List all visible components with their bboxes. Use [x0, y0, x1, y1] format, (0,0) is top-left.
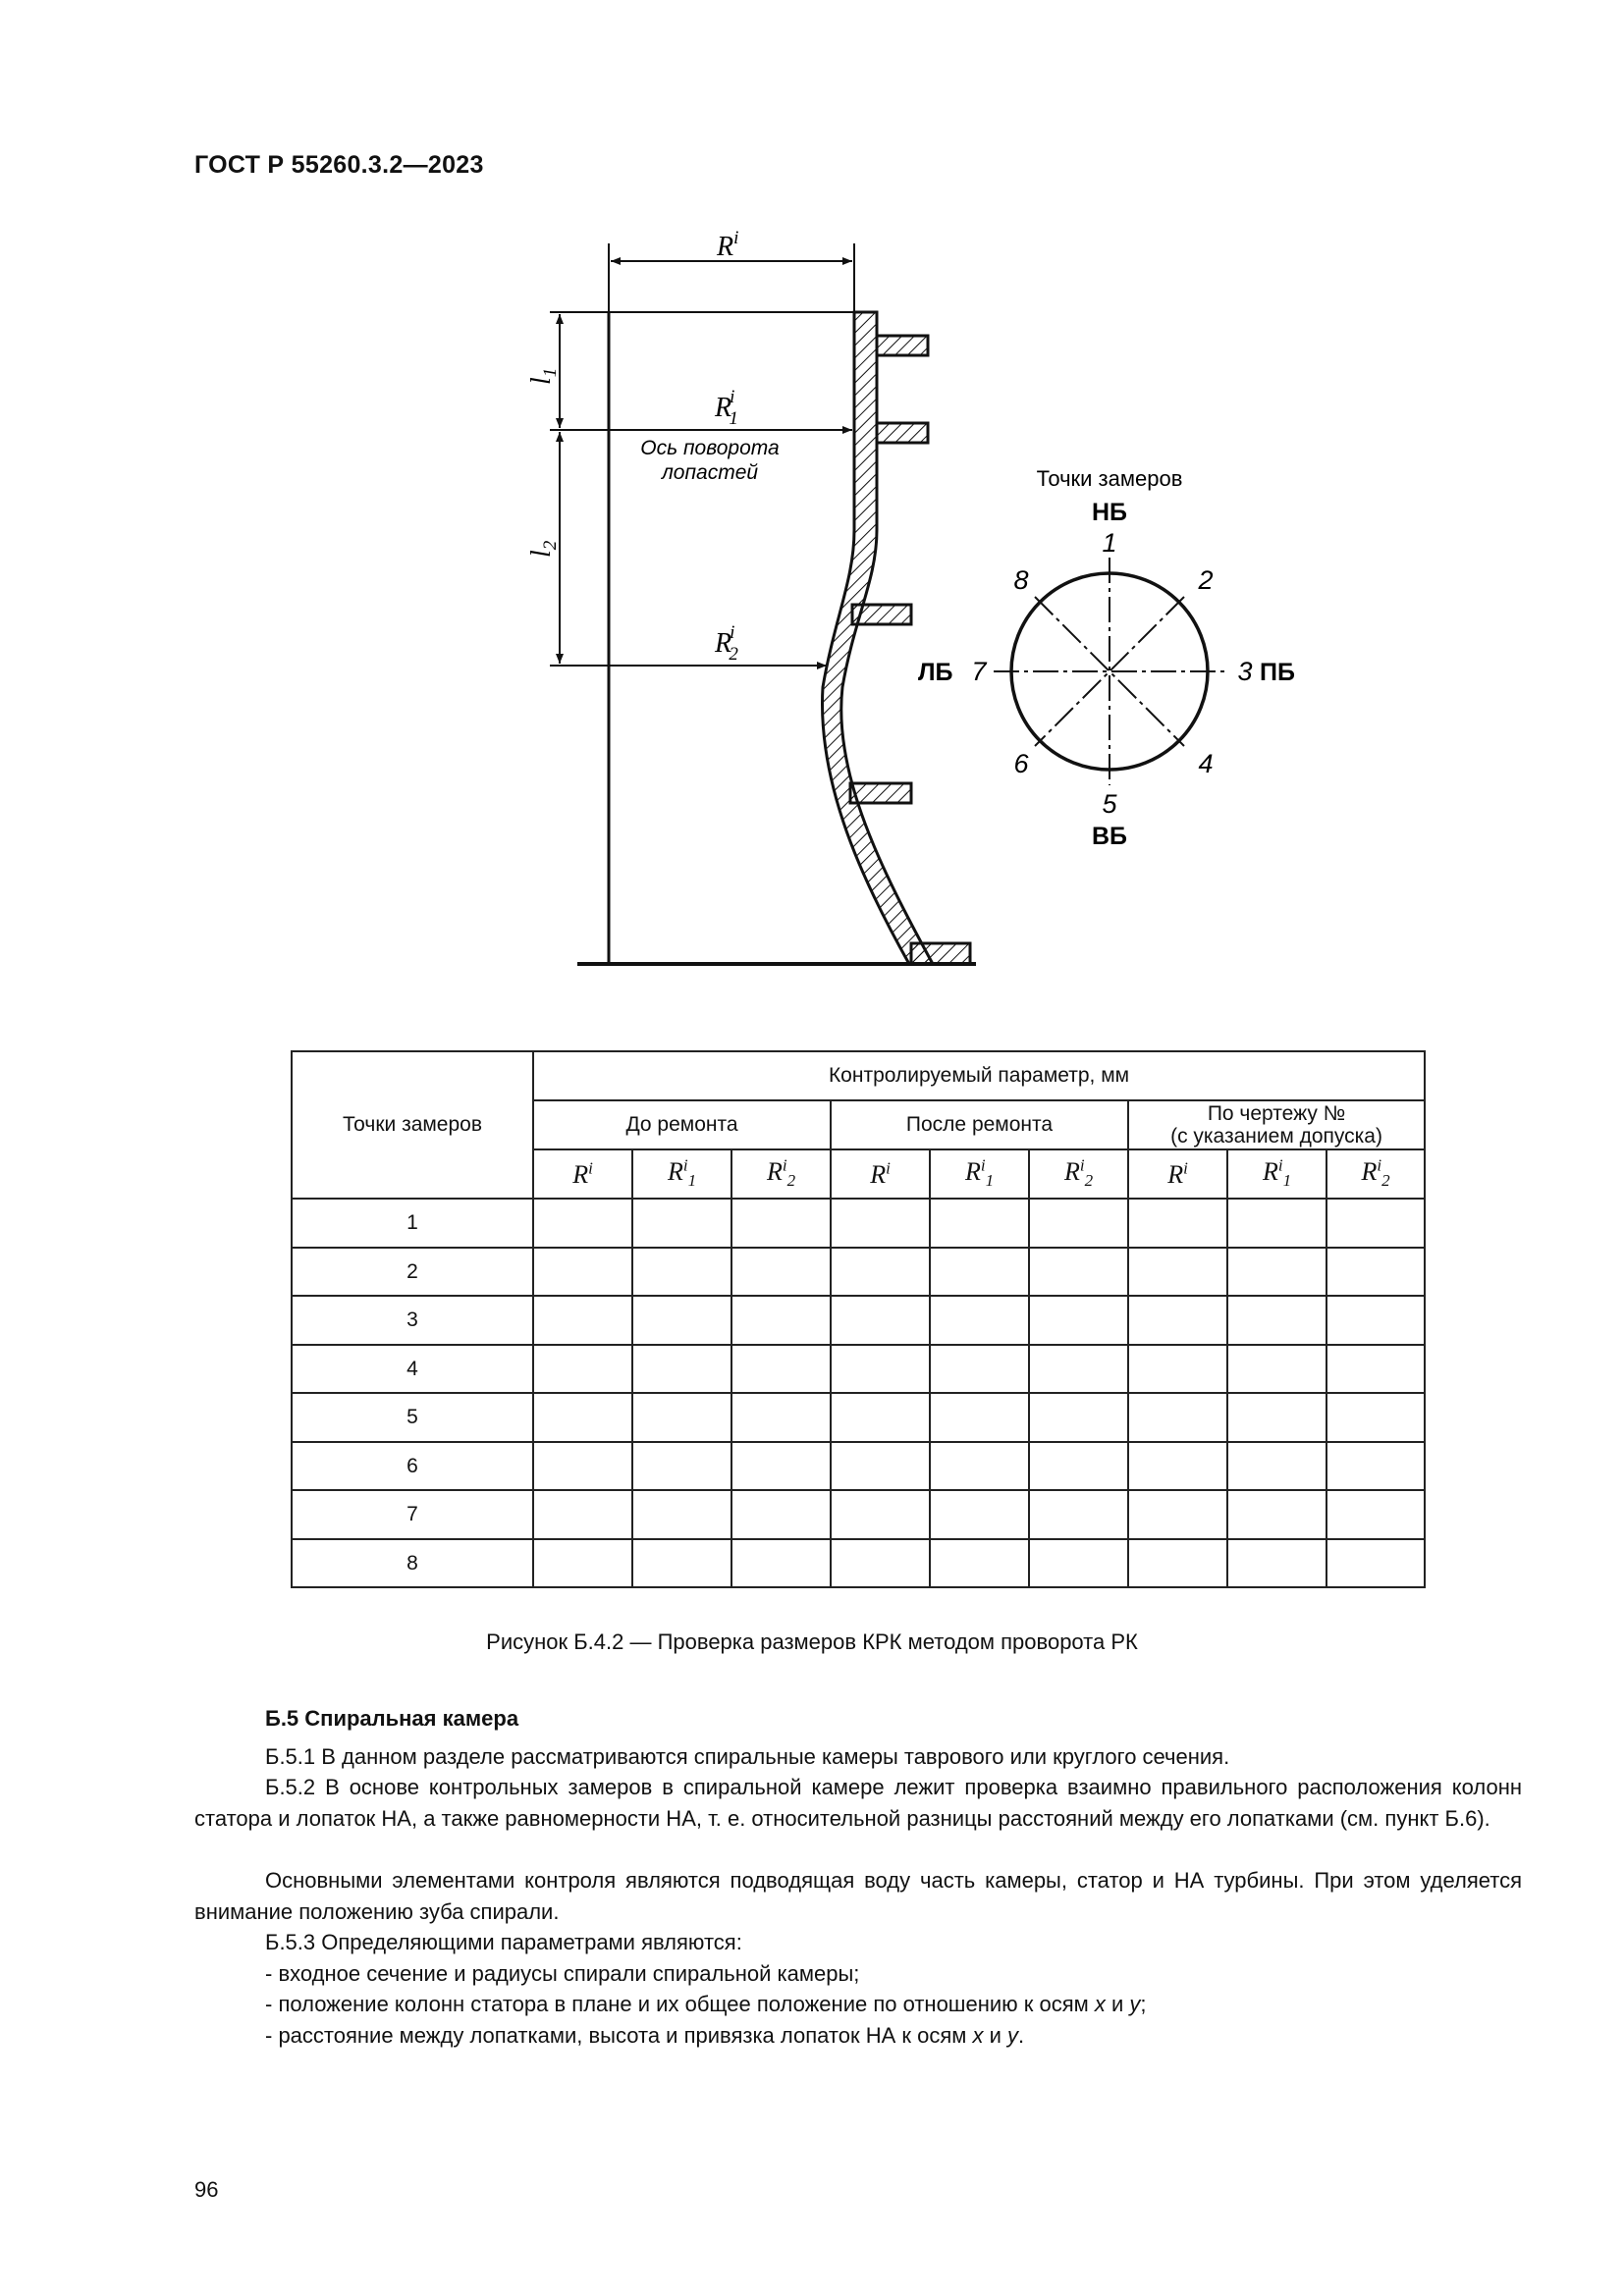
dim-label-l1: l1 — [526, 368, 561, 385]
col-header-before: До ремонта — [532, 1099, 832, 1150]
axis-label: Ось поворота — [640, 437, 779, 459]
svg-text:1: 1 — [1102, 528, 1116, 558]
param-header: Ri — [1127, 1148, 1228, 1200]
param-header: Ri1 — [929, 1148, 1030, 1200]
paragraph: Б.5.3 Определяющими параметрами являются… — [265, 1930, 742, 1954]
figure-caption: Рисунок Б.4.2 — Проверка размеров КРК ме… — [486, 1629, 1138, 1654]
dim-label-l2: l2 — [526, 540, 561, 558]
param-header: Ri2 — [1028, 1148, 1129, 1200]
svg-text:8: 8 — [1013, 565, 1028, 595]
section-title: Б.5 Спиральная камера — [265, 1706, 519, 1731]
table-row: 2 — [291, 1246, 1427, 1297]
param-header: Ri2 — [1325, 1148, 1427, 1200]
table-row: 4 — [291, 1343, 1427, 1394]
chamber-wall — [820, 310, 936, 966]
axis-label: лопастей — [661, 461, 758, 484]
svg-text:3: 3 — [1237, 657, 1252, 686]
dir-right: ПБ — [1260, 659, 1295, 686]
page-number: 96 — [194, 2177, 219, 2202]
param-header: Ri1 — [1226, 1148, 1327, 1200]
list-item: - расстояние между лопатками, высота и п… — [265, 2023, 1025, 2048]
table-row: 1 — [291, 1198, 1427, 1249]
svg-text:6: 6 — [1013, 749, 1029, 778]
param-header: Ri2 — [731, 1148, 832, 1200]
svg-text:2: 2 — [1197, 565, 1213, 595]
table-row: 7 — [291, 1489, 1427, 1540]
col-header-points: Точки замеров — [291, 1050, 534, 1200]
rib — [875, 421, 930, 445]
drawing-line1: По чертежу № — [1207, 1101, 1346, 1125]
list-item: - положение колонн статора в плане и их … — [265, 1992, 1147, 2016]
col-header-after: После ремонта — [830, 1099, 1129, 1150]
list-item: - входное сечение и радиусы спирали спир… — [265, 1961, 860, 1986]
rib — [848, 781, 913, 805]
paragraph: Б.5.1 В данном разделе рассматриваются с… — [265, 1744, 1230, 1769]
base-flange — [909, 941, 972, 966]
measurement-table: Точки замеров Контролируемый параметр, м… — [291, 1050, 1427, 1588]
param-header: Ri — [532, 1148, 633, 1200]
dir-top: НБ — [1092, 499, 1127, 526]
dir-bottom: ВБ — [1092, 823, 1127, 850]
document-header: ГОСТ Р 55260.3.2—2023 — [194, 151, 484, 179]
svg-text:4: 4 — [1198, 749, 1213, 778]
paragraph: Основными элементами контроля являются п… — [194, 1868, 1522, 1924]
point-labels: 1 2 3 4 5 6 7 8 — [971, 528, 1252, 819]
table-row: 3 — [291, 1295, 1427, 1346]
paragraph: Б.5.2 В основе контрольных замеров в спи… — [194, 1775, 1522, 1831]
circle-axes — [994, 558, 1225, 785]
param-header: Ri — [830, 1148, 931, 1200]
rib — [850, 603, 913, 626]
table-row: 5 — [291, 1392, 1427, 1443]
table-row: 8 — [291, 1537, 1427, 1588]
rib — [875, 334, 930, 357]
dim-label-r: Ri — [716, 228, 738, 262]
points-title: Точки замеров — [1037, 466, 1183, 491]
col-header-drawing: По чертежу № (с указанием допуска) — [1126, 1099, 1427, 1150]
svg-text:7: 7 — [971, 657, 987, 686]
drawing-line2: (с указанием допуска) — [1170, 1125, 1382, 1148]
col-header-group: Контролируемый параметр, мм — [531, 1050, 1427, 1101]
dir-left: ЛБ — [918, 659, 953, 686]
svg-text:5: 5 — [1102, 789, 1117, 819]
param-header: Ri1 — [631, 1148, 732, 1200]
table-row: 6 — [291, 1440, 1427, 1491]
